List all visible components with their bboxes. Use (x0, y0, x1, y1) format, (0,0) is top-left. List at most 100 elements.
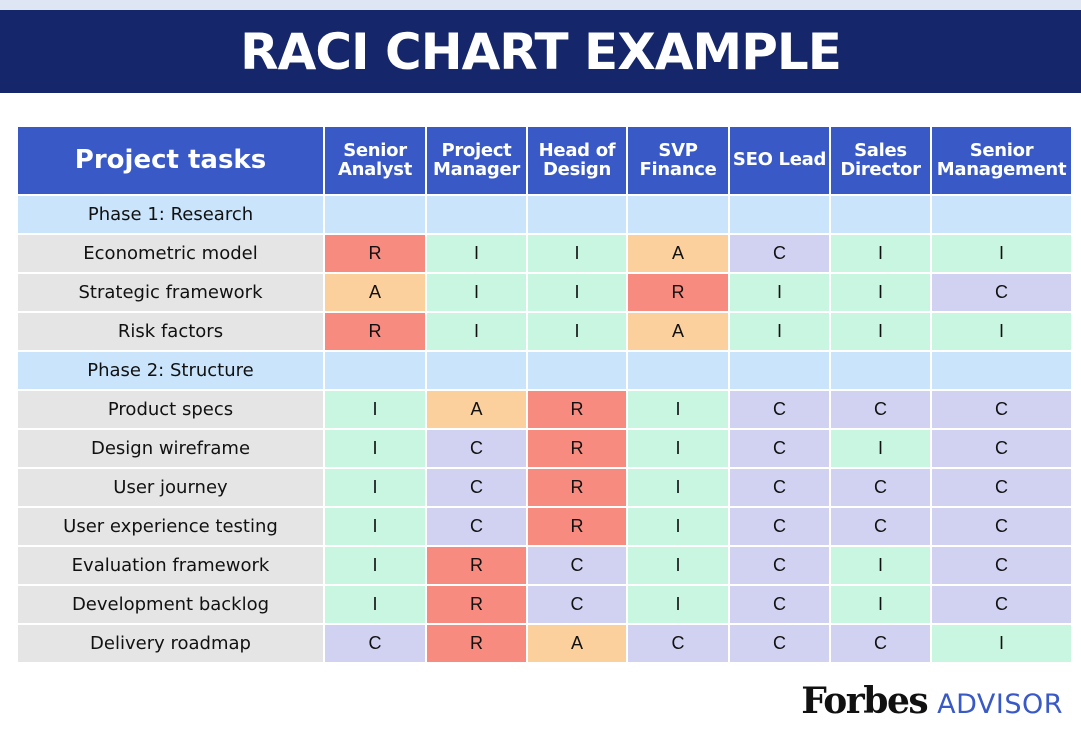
raci-cell: I (831, 430, 930, 467)
raci-cell: C (528, 586, 626, 623)
phase-cell (932, 196, 1071, 233)
raci-cell: R (528, 430, 626, 467)
raci-cell: C (730, 430, 829, 467)
raci-cell: I (628, 586, 728, 623)
raci-cell: I (528, 313, 626, 350)
task-label: User experience testing (18, 508, 323, 545)
raci-cell: C (831, 508, 930, 545)
phase-cell (427, 352, 526, 389)
raci-cell: I (325, 469, 425, 506)
raci-cell: R (628, 274, 728, 311)
raci-cell: C (628, 625, 728, 662)
raci-cell: C (528, 547, 626, 584)
raci-cell: I (325, 508, 425, 545)
raci-cell: I (831, 586, 930, 623)
raci-cell: I (730, 313, 829, 350)
task-label: Development backlog (18, 586, 323, 623)
raci-table: Project tasks Senior Analyst Project Man… (16, 125, 1073, 664)
raci-cell: C (730, 391, 829, 428)
role-header: Head of Design (528, 127, 626, 194)
top-strip (0, 0, 1081, 10)
raci-cell: I (932, 313, 1071, 350)
phase-cell (325, 196, 425, 233)
raci-cell: I (427, 235, 526, 272)
phase-cell (628, 352, 728, 389)
role-header: Sales Director (831, 127, 930, 194)
logo-suffix: ADVISOR (937, 689, 1063, 720)
task-column-header: Project tasks (18, 127, 323, 194)
raci-cell: C (932, 508, 1071, 545)
phase-cell (528, 352, 626, 389)
task-label: User journey (18, 469, 323, 506)
phase-cell (528, 196, 626, 233)
raci-cell: I (628, 469, 728, 506)
raci-cell: I (628, 391, 728, 428)
phase-label: Phase 2: Structure (18, 352, 323, 389)
raci-cell: C (427, 430, 526, 467)
raci-cell: C (831, 469, 930, 506)
raci-cell: R (427, 547, 526, 584)
raci-cell: I (427, 313, 526, 350)
phase-row: Phase 2: Structure (18, 352, 1071, 389)
raci-cell: C (932, 586, 1071, 623)
phase-cell (831, 352, 930, 389)
phase-cell (831, 196, 930, 233)
phase-cell (427, 196, 526, 233)
raci-cell: I (325, 430, 425, 467)
raci-cell: C (730, 547, 829, 584)
task-label: Econometric model (18, 235, 323, 272)
header-row: Project tasks Senior Analyst Project Man… (18, 127, 1071, 194)
raci-cell: C (427, 508, 526, 545)
raci-cell: C (730, 586, 829, 623)
title-banner: RACI CHART EXAMPLE (0, 10, 1081, 93)
raci-cell: C (831, 391, 930, 428)
raci-cell: C (831, 625, 930, 662)
task-label: Risk factors (18, 313, 323, 350)
raci-cell: C (730, 508, 829, 545)
raci-cell: C (325, 625, 425, 662)
phase-cell (730, 196, 829, 233)
raci-cell: C (730, 625, 829, 662)
raci-cell: C (932, 274, 1071, 311)
phase-label: Phase 1: Research (18, 196, 323, 233)
raci-cell: I (932, 625, 1071, 662)
role-header: SVP Finance (628, 127, 728, 194)
raci-cell: I (730, 274, 829, 311)
raci-cell: R (427, 625, 526, 662)
role-header: Senior Analyst (325, 127, 425, 194)
task-label: Evaluation framework (18, 547, 323, 584)
raci-cell: I (831, 547, 930, 584)
raci-cell: C (427, 469, 526, 506)
raci-cell: R (427, 586, 526, 623)
forbes-advisor-logo: Forbes ADVISOR (801, 680, 1063, 722)
raci-cell: I (628, 547, 728, 584)
raci-cell: I (628, 508, 728, 545)
task-label: Delivery roadmap (18, 625, 323, 662)
phase-cell (932, 352, 1071, 389)
raci-cell: R (528, 391, 626, 428)
phase-cell (628, 196, 728, 233)
raci-cell: I (528, 274, 626, 311)
raci-cell: C (730, 469, 829, 506)
raci-cell: R (528, 469, 626, 506)
role-header: Senior Management (932, 127, 1071, 194)
raci-cell: A (427, 391, 526, 428)
task-label: Product specs (18, 391, 323, 428)
task-label: Strategic framework (18, 274, 323, 311)
raci-cell: A (325, 274, 425, 311)
raci-cell: A (628, 313, 728, 350)
raci-cell: I (325, 586, 425, 623)
raci-cell: I (831, 313, 930, 350)
raci-cell: A (528, 625, 626, 662)
